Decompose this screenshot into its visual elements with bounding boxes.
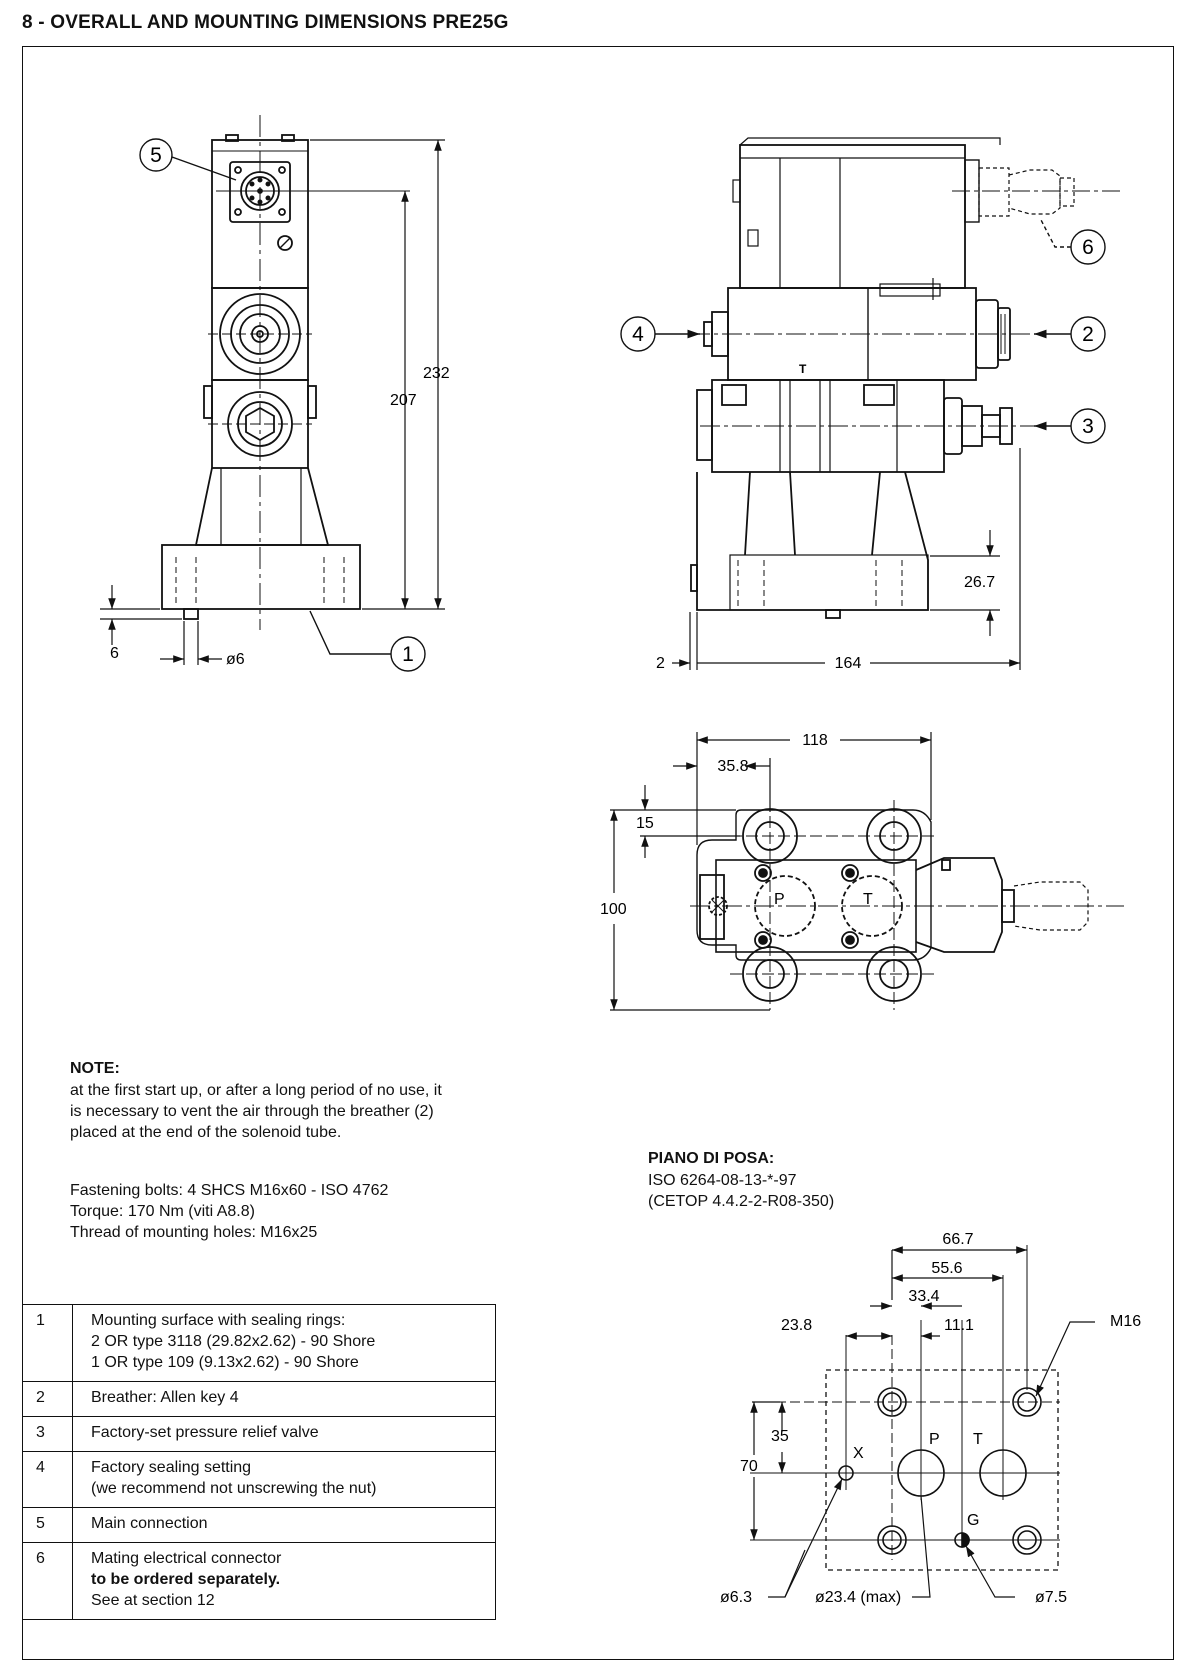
legend-description: Main connection	[72, 1507, 496, 1543]
mounting-dimensions	[750, 1246, 1095, 1598]
top-mark-t: T	[799, 362, 807, 376]
legend-text: Main connection	[91, 1515, 208, 1532]
dim-m16: M16	[1110, 1313, 1141, 1330]
legend-number: 6	[22, 1542, 73, 1620]
port-t-top: T	[863, 891, 873, 908]
legend-text: 2 OR type 3118 (29.82x2.62) - 90 Shore	[91, 1333, 376, 1350]
legend-text: Factory sealing setting	[91, 1459, 252, 1476]
callout-4-label: 4	[632, 323, 644, 346]
note-heading: NOTE:	[70, 1060, 120, 1077]
callout-3	[1034, 408, 1106, 444]
legend-text: (we recommend not unscrewing the nut)	[91, 1480, 377, 1497]
dim-70: 70	[740, 1458, 758, 1475]
dim-phi6-3: ø6.3	[720, 1589, 752, 1606]
top-dimensions	[610, 732, 932, 1011]
callout-1	[309, 610, 426, 672]
legend-text: Mounting surface with sealing rings:	[91, 1312, 346, 1329]
note-line-2: is necessary to vent the air through the…	[70, 1103, 434, 1120]
port-p-top: P	[774, 891, 785, 908]
legend-description: Factory-set pressure relief valve	[72, 1416, 496, 1452]
side-dimensions	[672, 448, 1021, 670]
callout-6-label: 6	[1082, 236, 1094, 259]
dim-phi7-5: ø7.5	[1035, 1589, 1067, 1606]
callout-4	[620, 316, 700, 352]
dim-2: 2	[656, 655, 665, 672]
callout-2	[1034, 316, 1106, 352]
piano-line-1: ISO 6264-08-13-*-97	[648, 1172, 797, 1189]
legend-table: 1 Mounting surface with sealing rings: 2…	[22, 1304, 496, 1620]
dim-66-7: 66.7	[942, 1231, 973, 1248]
port-t: T	[973, 1431, 983, 1448]
legend-row: 6 Mating electrical connector to be orde…	[22, 1542, 496, 1620]
legend-number: 2	[22, 1381, 73, 1417]
dim-phi6: ø6	[226, 651, 245, 668]
dim-11-1: 11.1	[944, 1317, 974, 1334]
callout-1-label: 1	[402, 643, 414, 666]
front-dimensions	[100, 139, 445, 665]
legend-number: 3	[22, 1416, 73, 1452]
fastening-line-1: Fastening bolts: 4 SHCS M16x60 - ISO 476…	[70, 1182, 389, 1199]
callout-3-label: 3	[1082, 415, 1094, 438]
callout-5-label: 5	[150, 144, 162, 167]
fastening-line-3: Thread of mounting holes: M16x25	[70, 1224, 318, 1241]
note-line-3: placed at the end of the solenoid tube.	[70, 1124, 342, 1141]
legend-row: 4 Factory sealing setting (we recommend …	[22, 1451, 496, 1508]
dim-118: 118	[802, 732, 828, 749]
legend-row: 1 Mounting surface with sealing rings: 2…	[22, 1304, 496, 1382]
dim-35-8: 35.8	[717, 758, 748, 775]
drawing-frame	[22, 46, 1174, 1660]
dim-35: 35	[771, 1428, 789, 1445]
dim-100: 100	[600, 901, 627, 918]
dim-phi23-4: ø23.4 (max)	[815, 1589, 901, 1606]
legend-text: Factory-set pressure relief valve	[91, 1424, 319, 1441]
legend-description: Mating electrical connector to be ordere…	[72, 1542, 496, 1620]
fastening-line-2: Torque: 170 Nm (viti A8.8)	[70, 1203, 255, 1220]
piano-line-2: (CETOP 4.4.2-2-R08-350)	[648, 1193, 835, 1210]
legend-row: 2 Breather: Allen key 4	[22, 1381, 496, 1417]
dim-207: 207	[390, 392, 417, 409]
front-view	[161, 115, 410, 630]
dim-6: 6	[110, 645, 119, 662]
note-line-1: at the first start up, or after a long p…	[70, 1082, 442, 1099]
legend-row: 5 Main connection	[22, 1507, 496, 1543]
legend-number: 1	[22, 1304, 73, 1382]
dim-164: 164	[835, 655, 862, 672]
top-view	[690, 800, 1124, 1010]
legend-row: 3 Factory-set pressure relief valve	[22, 1416, 496, 1452]
callout-5	[139, 138, 237, 181]
legend-text: to be ordered separately.	[91, 1571, 281, 1588]
dim-26-7: 26.7	[964, 574, 995, 591]
page-title: 8 - OVERALL AND MOUNTING DIMENSIONS PRE2…	[22, 12, 509, 33]
callout-6	[1039, 217, 1106, 265]
callout-2-label: 2	[1082, 323, 1094, 346]
dim-55-6: 55.6	[931, 1260, 962, 1277]
piano-heading: PIANO DI POSA:	[648, 1150, 775, 1167]
legend-text: 1 OR type 109 (9.13x2.62) - 90 Shore	[91, 1354, 359, 1371]
port-p: P	[929, 1431, 940, 1448]
legend-number: 5	[22, 1507, 73, 1543]
legend-text: See at section 12	[91, 1592, 215, 1609]
mounting-surface	[750, 1245, 1060, 1571]
dim-232: 232	[423, 365, 450, 382]
dim-33-4: 33.4	[908, 1288, 939, 1305]
legend-description: Breather: Allen key 4	[72, 1381, 496, 1417]
side-view	[690, 137, 1124, 619]
dim-15: 15	[636, 815, 654, 832]
dim-23-8: 23.8	[781, 1317, 812, 1334]
legend-text: Mating electrical connector	[91, 1550, 282, 1567]
port-g: G	[967, 1512, 979, 1529]
legend-description: Factory sealing setting (we recommend no…	[72, 1451, 496, 1508]
legend-text: Breather: Allen key 4	[91, 1389, 239, 1406]
legend-description: Mounting surface with sealing rings: 2 O…	[72, 1304, 496, 1382]
legend-number: 4	[22, 1451, 73, 1508]
port-x: X	[853, 1445, 864, 1462]
